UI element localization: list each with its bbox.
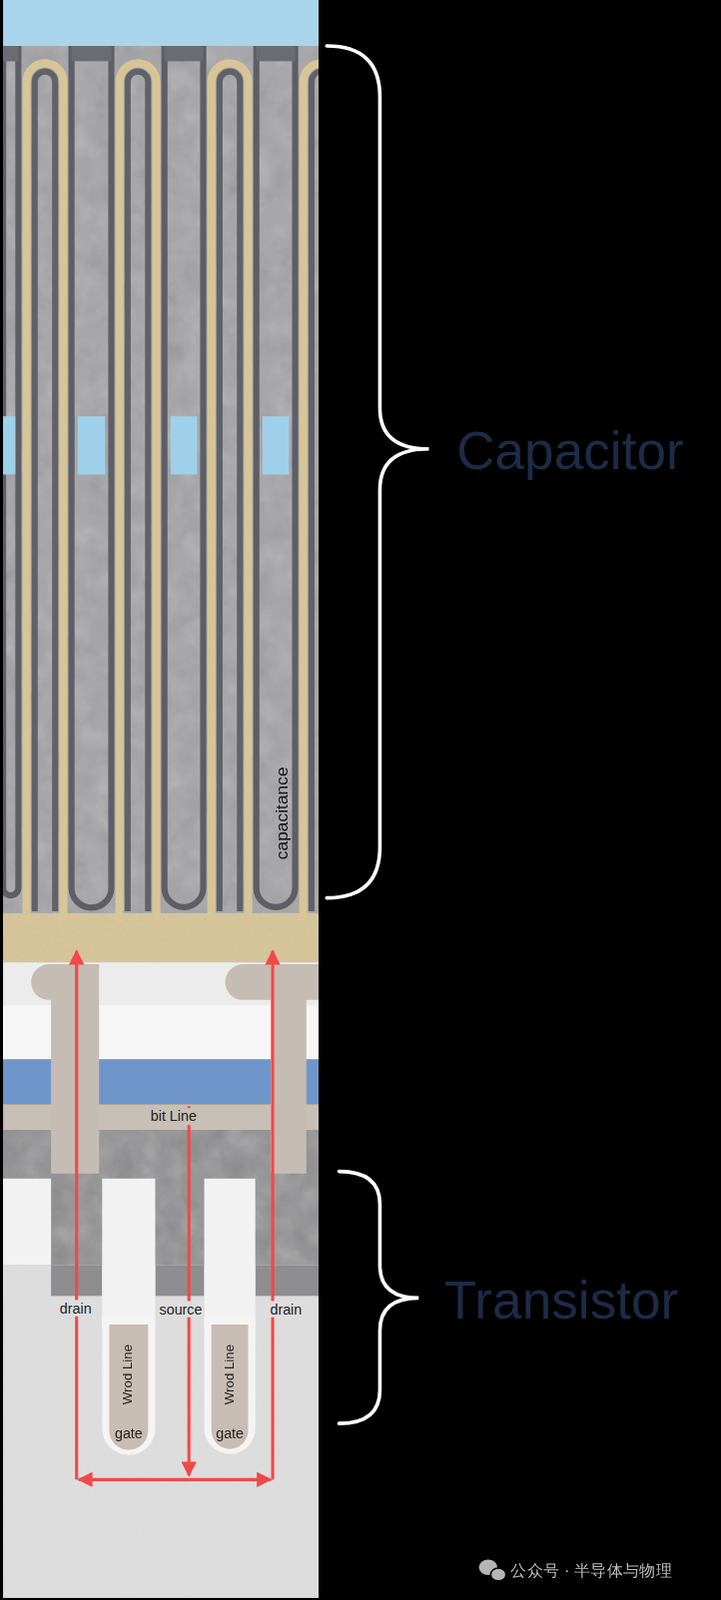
terminal-name: drain [57,1300,94,1317]
terminal-name: source [156,1301,204,1318]
terminal-name: gate [215,1426,244,1442]
pillar-tabs [2,45,295,61]
contact-plugs [30,964,319,1175]
part-heading: Capacitor [456,421,685,483]
terminal-name: gate [114,1426,143,1442]
diffusion-pillars [50,1266,319,1298]
part-name: capacitance [271,766,292,860]
top-oxide [2,0,319,46]
terminal-name: drain [267,1301,304,1318]
brace [326,45,429,1425]
part-name: Wrod Line [221,1345,237,1406]
isolation-blocks [2,1179,256,1328]
part-name: Wrod Line [120,1345,136,1406]
storage-node-liner [26,62,319,924]
cross-section [2,0,319,1599]
current-arrows [76,951,273,1481]
capacitor-body [2,45,319,934]
wechat-icon [479,1560,507,1582]
word-line-gates [101,1317,255,1456]
part-name: bit Line [148,1108,199,1125]
watermark: 公众号 · 半导体与物理 [510,1562,673,1582]
capacitor-texture [2,45,319,934]
storage-node-core [34,71,319,912]
part-heading: Transistor [444,1271,679,1333]
